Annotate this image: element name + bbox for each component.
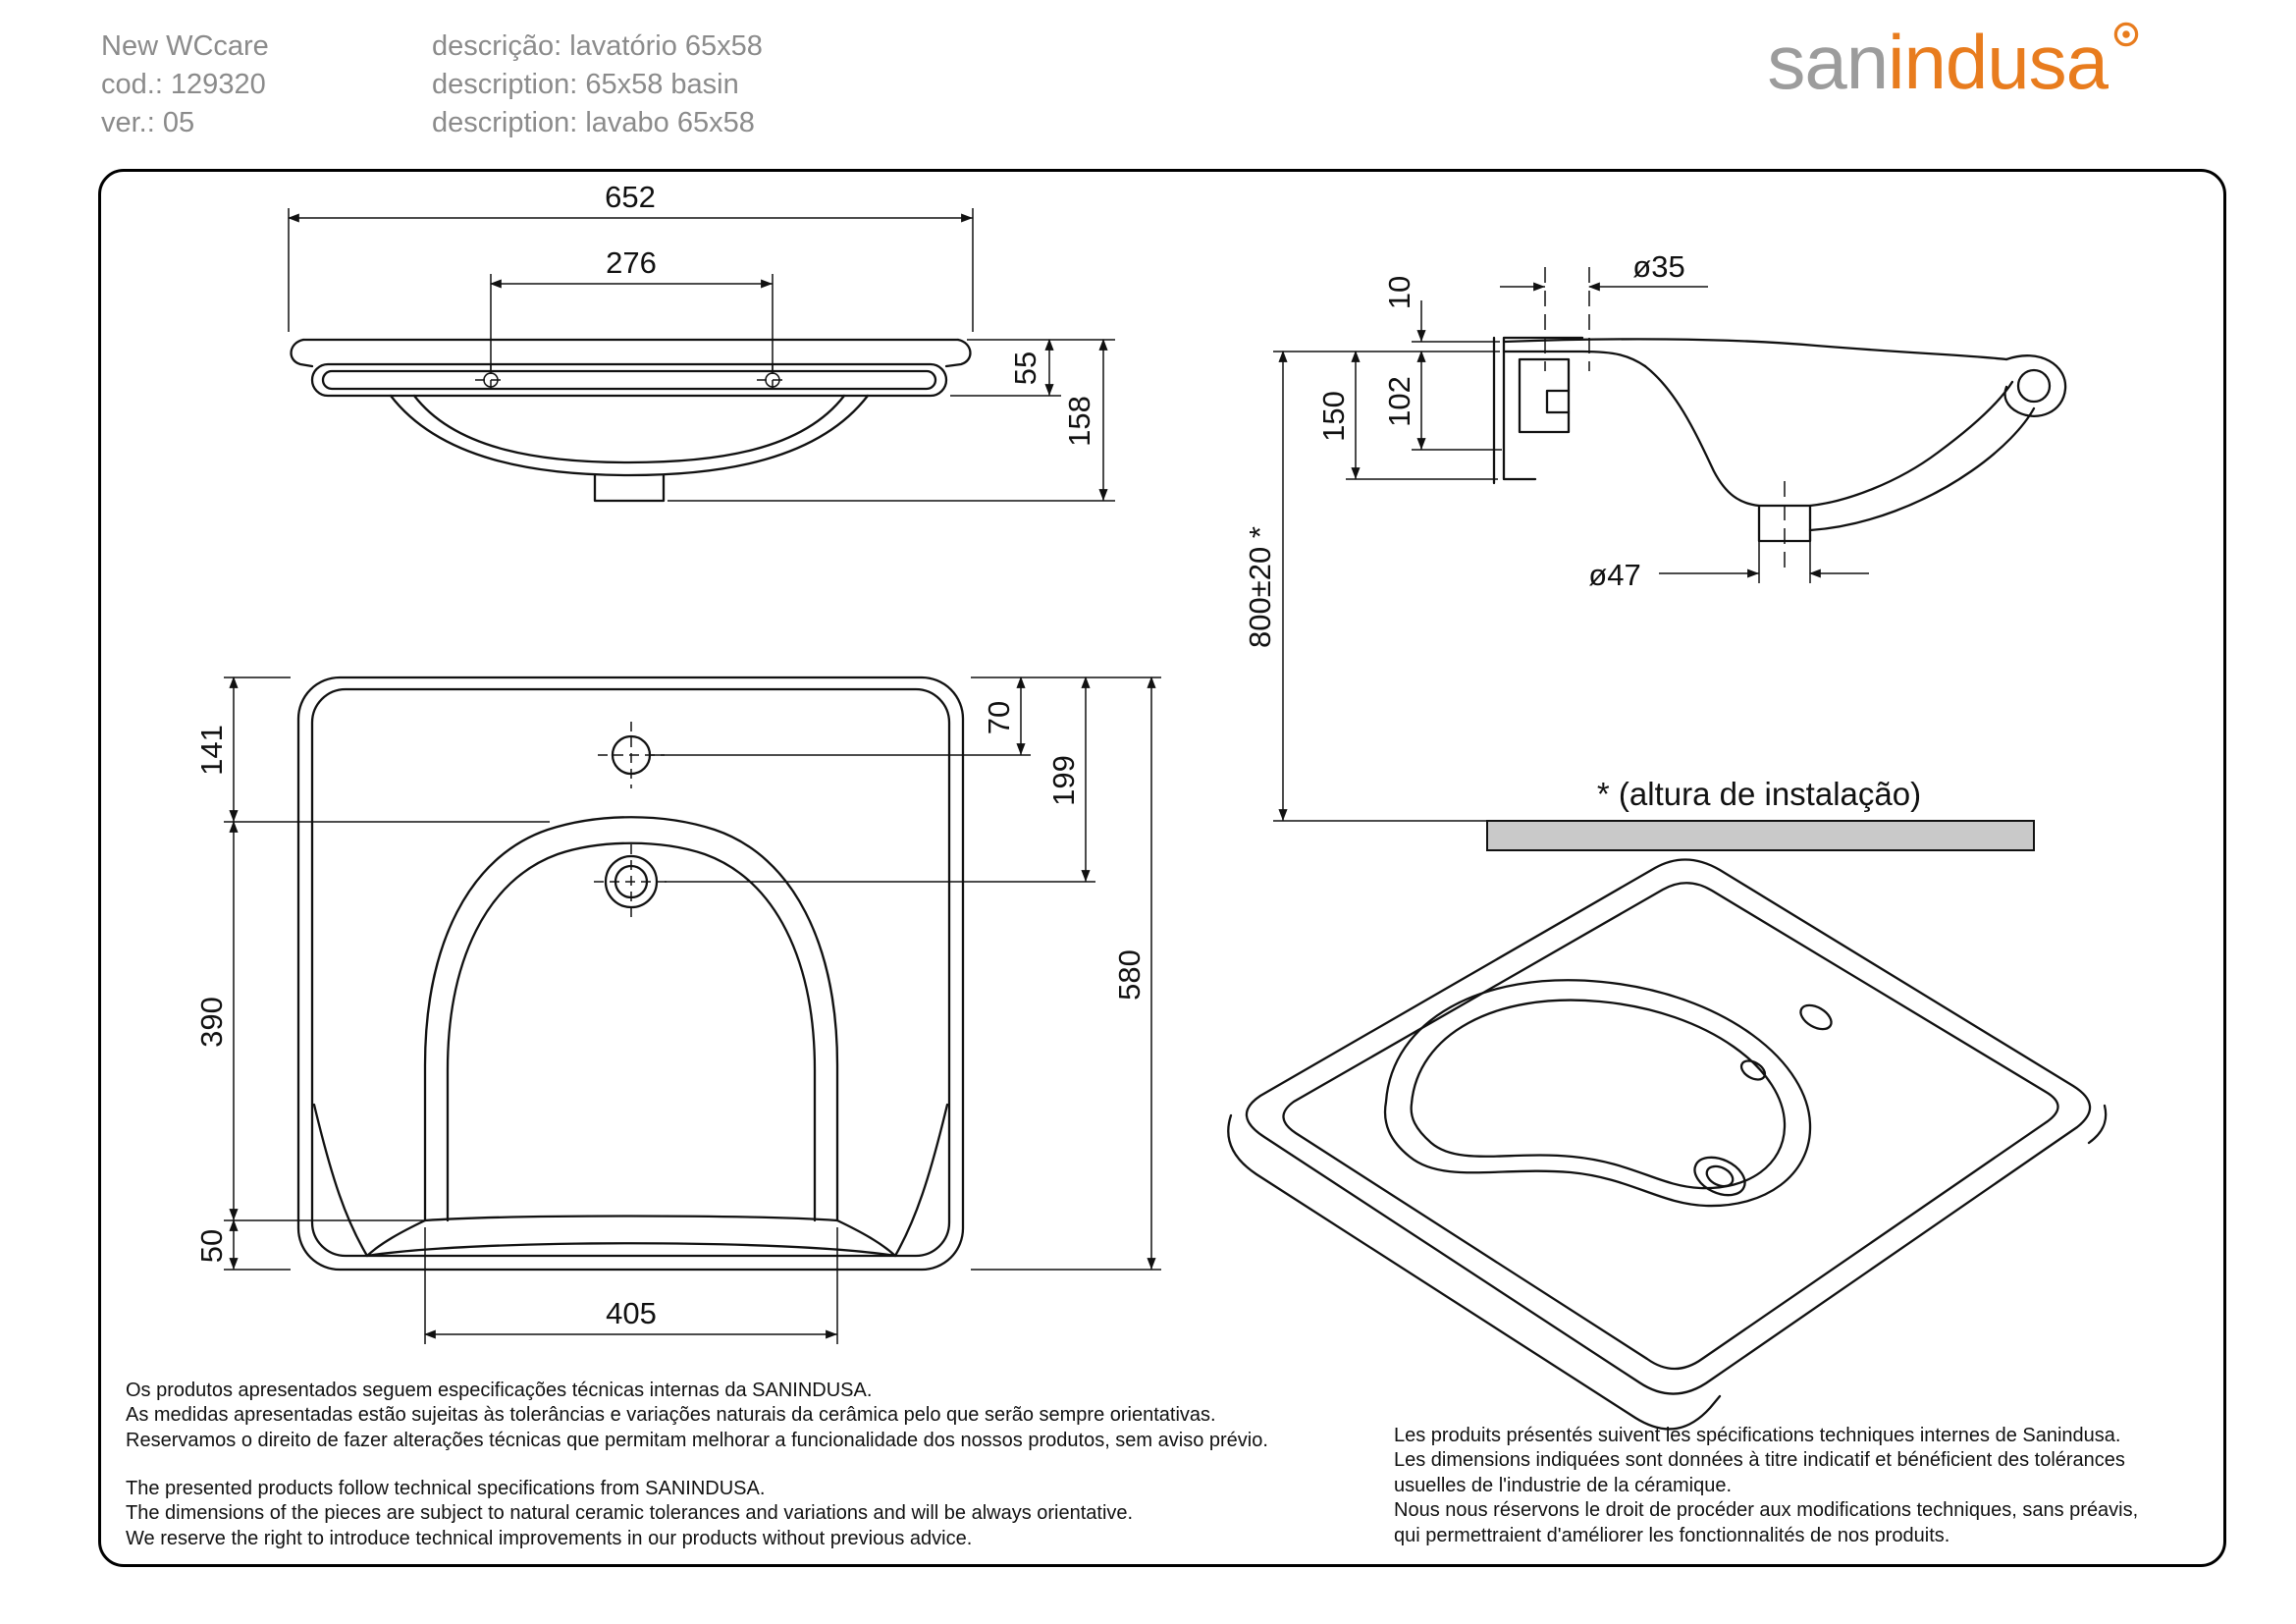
dim-front-hole-spacing: 276 — [606, 245, 657, 280]
description-pt: descrição: lavatório 65x58 — [432, 30, 763, 62]
dim-top-bowl-length: 390 — [194, 997, 229, 1048]
bowl-arch-inner — [446, 841, 817, 1222]
product-version: ver.: 05 — [101, 107, 195, 138]
installation-note-text: * (altura de instalação) — [1597, 776, 1921, 812]
disclaimer-fr-line2: Les dimensions indiquées sont données à … — [1394, 1449, 2125, 1472]
disclaimer-en-line2: The dimensions of the pieces are subject… — [126, 1502, 1134, 1525]
drain-trap — [593, 473, 666, 503]
disclaimer-french: Les produits présentés suivent les spéci… — [1394, 1424, 2138, 1548]
disclaimer-english: The presented products follow technical … — [126, 1477, 1133, 1551]
installation-note-group: * (altura de instalação) — [1486, 776, 2035, 851]
disclaimer-pt-line1: Os produtos apresentados seguem especifi… — [126, 1380, 873, 1401]
installation-floor-bar — [1486, 820, 2035, 851]
drawing-frame-border — [98, 169, 2226, 1567]
deck-near-edge — [1502, 350, 1647, 368]
product-info-block: New WCcare cod.: 129320 ver.: 05 — [101, 27, 269, 142]
product-name: New WCcare — [101, 30, 269, 62]
perspective-top-surface — [1245, 858, 2092, 1395]
dim-top-back-to-bowl: 141 — [194, 725, 229, 776]
perspective-inner-rim — [1282, 882, 2059, 1371]
dim-section-drain-dia: ø47 — [1588, 558, 1640, 592]
basin-front-right-cap — [944, 338, 972, 368]
product-description-block: descrição: lavatório 65x58 description: … — [432, 27, 763, 142]
top-view-inner-rim — [310, 687, 951, 1258]
dim-top-front-edge: 50 — [194, 1229, 229, 1263]
dim-top-total-depth: 580 — [1112, 949, 1147, 1001]
front-rail-outer — [310, 362, 948, 398]
logo-text-orange: indusa — [1888, 19, 2109, 105]
dim-section-lip: 10 — [1382, 276, 1416, 309]
dim-top-bowl-width: 405 — [606, 1296, 657, 1330]
disclaimer-fr-line4: Nous nous réservons le droit de procéder… — [1394, 1499, 2139, 1522]
top-view-drawing: 141 390 50 70 199 580 405 — [194, 676, 1161, 1344]
perspective-right-edge — [2087, 1104, 2108, 1145]
disclaimer-portuguese: Os produtos apresentados seguem especifi… — [126, 1379, 1268, 1453]
deck-silhouette — [1502, 338, 2008, 361]
disclaimer-en-line1: The presented products follow technical … — [126, 1478, 766, 1499]
dim-section-bracket-height: 150 — [1316, 391, 1351, 442]
disclaimer-fr-line1: Les produits présentés suivent les spéci… — [1394, 1425, 2121, 1446]
perspective-bowl-inner — [1410, 999, 1787, 1190]
logo-text-gray: san — [1767, 19, 1889, 105]
bracket-tab — [1545, 389, 1571, 414]
dim-section-back-depth: 102 — [1382, 376, 1416, 427]
front-roll-outer — [2003, 354, 2067, 417]
top-view-outer-outline — [296, 676, 965, 1272]
bowl-underside-outer — [389, 394, 870, 477]
front-view-drawing: 652 276 55 158 — [287, 180, 1115, 503]
dim-front-total-width: 652 — [605, 180, 656, 214]
fixing-hole-crosshairs — [475, 364, 788, 396]
perspective-bowl-outer — [1383, 979, 1812, 1208]
perspective-overflow-hole — [1739, 1059, 1767, 1081]
basin-front-left-cap — [290, 338, 314, 368]
dim-top-edge-to-faucet: 70 — [982, 701, 1016, 734]
dim-section-install-height: 800±20 * — [1243, 526, 1277, 648]
section-extension-lines — [1273, 341, 1811, 822]
perspective-view-drawing — [1227, 858, 2108, 1431]
front-extension-lines — [288, 208, 1115, 502]
fixing-hole-left — [483, 372, 499, 388]
bowl-section-profile — [1643, 364, 2014, 508]
front-rail-inner — [321, 369, 937, 391]
underside-profile — [1808, 406, 2036, 532]
fixing-hole-right — [765, 372, 780, 388]
perspective-side-wall — [1227, 1113, 1722, 1431]
disclaimer-pt-line2: As medidas apresentadas estão sujeitas à… — [126, 1404, 1216, 1427]
bracket-outline — [1502, 336, 1584, 481]
perspective-drain-outer — [1693, 1156, 1746, 1197]
product-code: cod.: 129320 — [101, 69, 266, 100]
dim-top-edge-to-overflow: 199 — [1046, 755, 1081, 806]
dim-front-total-height: 158 — [1062, 396, 1096, 447]
section-view-drawing: 10 102 150 800±20 * ø35 ø47 — [1243, 249, 2067, 822]
description-en: description: 65x58 basin — [432, 69, 739, 100]
disclaimer-pt-line3: Reservamos o direito de fazer alterações… — [126, 1429, 1268, 1451]
description-es: description: lavabo 65x58 — [432, 107, 755, 138]
bracket-channel — [1518, 357, 1571, 434]
perspective-faucet-hole — [1799, 1003, 1833, 1031]
dim-section-faucet-dia: ø35 — [1632, 249, 1684, 284]
disclaimer-fr-line5: qui permettraient d'améliorer les foncti… — [1394, 1524, 1950, 1546]
bowl-underside-inner — [412, 394, 846, 464]
front-roll-inner — [2016, 368, 2052, 404]
bowl-arch-outer — [423, 816, 839, 1222]
disclaimer-en-line3: We reserve the right to introduce techni… — [126, 1527, 973, 1549]
top-extension-lines — [224, 677, 1161, 1344]
disclaimer-fr-line3: usuelles de l'industrie de la céramique. — [1394, 1474, 1733, 1496]
top-view-crosshairs — [594, 722, 668, 919]
front-rail-curves — [312, 1103, 949, 1258]
bowl-front-edge — [423, 1215, 839, 1222]
logo-mark-icon — [2111, 0, 2141, 68]
dim-front-rim-height: 55 — [1008, 352, 1042, 385]
perspective-drain-inner — [1705, 1164, 1735, 1188]
sanindusa-logo: sanindusa — [1767, 18, 2139, 107]
section-centerlines — [1544, 267, 1786, 568]
